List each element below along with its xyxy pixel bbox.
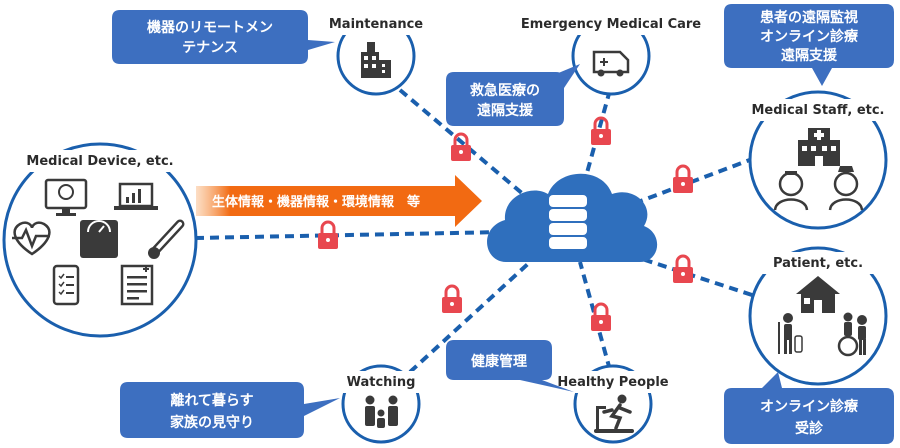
wheelchair-icon: [837, 312, 867, 357]
lock-icon: [591, 302, 611, 331]
lock-icon: [673, 254, 693, 283]
node-patient: Patient, etc.: [748, 246, 888, 386]
scale-icon: [80, 220, 118, 258]
bubble-emergency-line-2: 遠隔支援: [477, 102, 534, 119]
database-cloud-icon: [547, 193, 589, 251]
bubble-health-line-1: 健康管理: [471, 353, 527, 370]
bubble-staff: 患者の遠隔監視 オンライン診療 遠隔支援: [724, 4, 894, 86]
line-healthy: [578, 261, 612, 371]
bubble-maintenance-line-1: 機器のリモートメン: [147, 19, 273, 36]
bubble-patient-line-1: オンライン診療: [760, 398, 859, 415]
line-device: [194, 230, 506, 240]
line-watching: [408, 260, 532, 374]
laptop-chart-icon: [114, 182, 158, 210]
ambulance-icon: [592, 50, 630, 77]
house-icon: [796, 276, 840, 313]
bubble-health: 健康管理: [446, 340, 574, 392]
cloud-server: [487, 173, 658, 262]
bubble-watching: 離れて暮らす 家族の見守り: [120, 382, 340, 438]
node-healthy-people: Healthy People: [555, 364, 673, 444]
bubble-patient-line-2: 受診: [795, 420, 824, 437]
data-flow-arrow: 生体情報・機器情報・環境情報 等: [196, 175, 482, 227]
family-icon: [365, 395, 398, 428]
bubble-maintenance-line-2: テナンス: [182, 40, 238, 56]
security-locks: [318, 116, 693, 331]
node-label-watching: Watching: [347, 375, 416, 390]
lock-icon: [442, 284, 462, 313]
data-flow-label: 生体情報・機器情報・環境情報 等: [212, 194, 420, 210]
treadmill-icon: [594, 394, 634, 433]
lock-icon: [451, 132, 471, 161]
bubble-patient: オンライン診療 受診: [724, 372, 894, 444]
building-icon: [361, 42, 391, 78]
bubble-emergency: 救急医療の 遠隔支援: [446, 64, 580, 126]
bubble-watching-line-2: 家族の見守り: [170, 414, 254, 431]
node-maintenance: Maintenance: [328, 13, 424, 96]
bubble-staff-line-1: 患者の遠隔監視: [760, 9, 858, 26]
node-label-patient: Patient, etc.: [773, 256, 863, 271]
connection-lines: [194, 88, 756, 374]
node-medical-staff: Medical Staff, etc.: [746, 90, 890, 230]
nurse-icon: [828, 166, 864, 211]
crutch-person-icon: [778, 313, 803, 354]
node-label-emergency: Emergency Medical Care: [521, 17, 701, 32]
bubble-maintenance: 機器のリモートメン テナンス: [112, 10, 335, 64]
node-label-medical-staff: Medical Staff, etc.: [752, 103, 885, 118]
bubble-staff-line-2: オンライン診療: [760, 28, 859, 45]
node-watching: Watching: [340, 364, 422, 444]
lock-icon: [673, 164, 693, 193]
hospital-icon: [798, 128, 840, 166]
node-label-maintenance: Maintenance: [329, 17, 423, 32]
node-label-healthy-people: Healthy People: [557, 375, 668, 390]
lock-icon: [318, 220, 338, 249]
node-emergency: Emergency Medical Care: [520, 13, 702, 96]
bubble-watching-line-1: 離れて暮らす: [170, 392, 253, 409]
thermometer-icon: [148, 219, 185, 259]
line-maintenance: [398, 88, 532, 202]
doctor-icon: [773, 171, 809, 211]
heart-rate-icon: [12, 221, 51, 256]
node-label-medical-device: Medical Device, etc.: [26, 154, 173, 169]
monitor-icon: [44, 178, 88, 216]
node-medical-device: Medical Device, etc.: [2, 142, 198, 338]
bubble-emergency-line-1: 救急医療の: [470, 82, 540, 99]
document-icon: [120, 264, 154, 306]
smartphone-icon: [52, 264, 80, 306]
bubble-staff-line-3: 遠隔支援: [781, 47, 838, 64]
lock-icon: [591, 116, 611, 145]
